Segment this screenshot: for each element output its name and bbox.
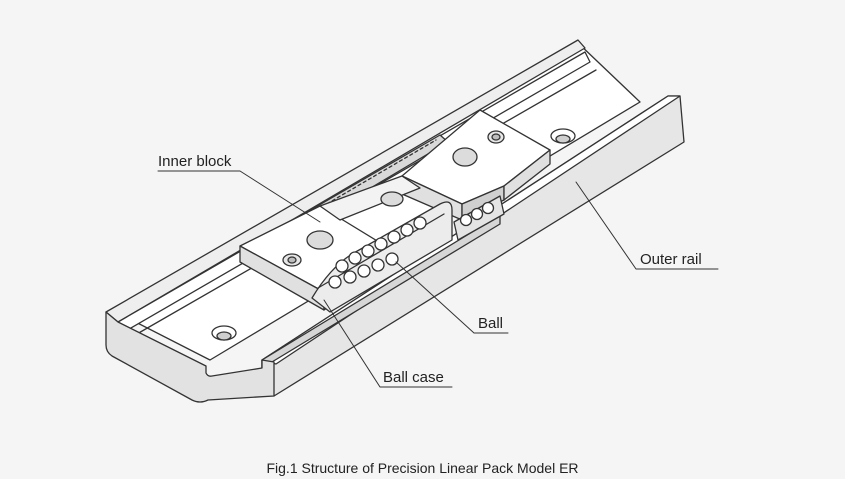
ball (481, 201, 495, 215)
block-hole-front (306, 230, 334, 250)
ball (374, 237, 388, 251)
block-hole-rear (452, 147, 478, 167)
ball (357, 264, 371, 278)
ball (387, 230, 401, 244)
label-inner-block: Inner block (158, 153, 232, 170)
ball (385, 252, 399, 266)
ball (348, 251, 362, 265)
ball (459, 213, 473, 227)
ball (343, 270, 357, 284)
ball (361, 244, 375, 258)
leader-lines (157, 170, 719, 388)
figure-caption: Fig.1 Structure of Precision Linear Pack… (266, 460, 579, 476)
balls (328, 201, 495, 289)
leader-inner-block (157, 170, 321, 223)
leader-ball-case (323, 299, 453, 388)
label-outer-rail: Outer rail (640, 251, 702, 268)
ball (371, 258, 385, 272)
ball (413, 216, 427, 230)
outer-rail-end-face (105, 311, 275, 403)
ball (470, 207, 484, 221)
ball (328, 275, 342, 289)
ball (335, 259, 349, 273)
outer-rail (105, 39, 685, 403)
inner-block-bridge (319, 175, 421, 221)
label-ball: Ball (478, 315, 504, 332)
leader-outer-rail (575, 181, 719, 270)
ball (400, 223, 414, 237)
label-ball-case: Ball case (383, 369, 444, 386)
leader-ball (395, 261, 509, 334)
